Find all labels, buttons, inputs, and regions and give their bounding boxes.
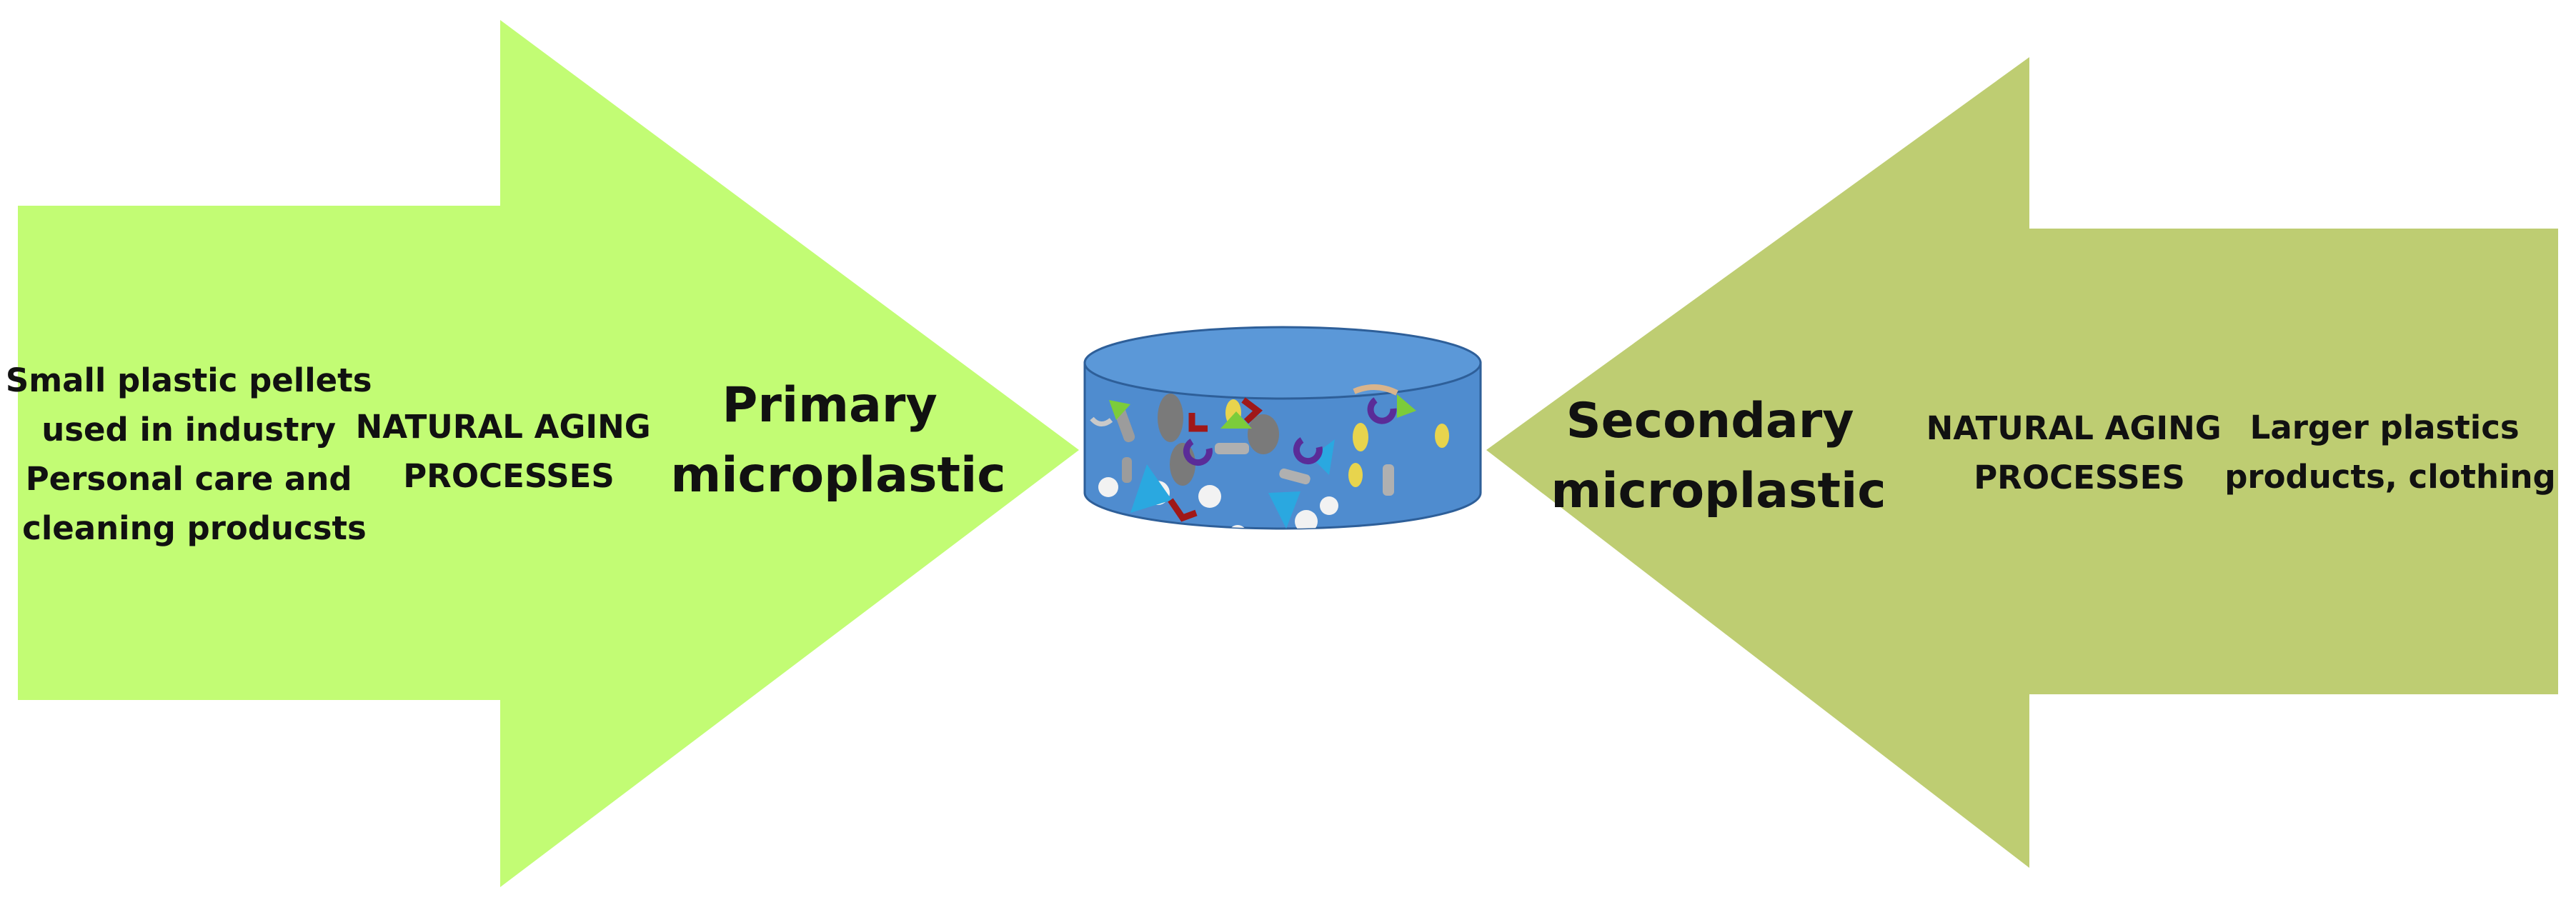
secondary-result-line-1: Secondary (1566, 393, 1854, 449)
primary-process-line-1: NATURAL AGING (356, 408, 651, 446)
particle (1295, 510, 1318, 529)
particle (1367, 397, 1397, 424)
particle (1109, 400, 1130, 420)
secondary-process-text: NATURAL AGING PROCESSES (1926, 409, 2233, 496)
secondary-source-line-1: Larger plastics (2250, 409, 2520, 446)
particle (1215, 443, 1249, 454)
particle (1248, 414, 1279, 454)
particle (1198, 485, 1221, 508)
primary-source-line-3: Personal care and (26, 460, 352, 498)
particle (1168, 498, 1198, 522)
secondary-arrow: Secondary microplastic NATURAL AGING PRO… (1486, 57, 2558, 868)
secondary-process-line-1: NATURAL AGING (1926, 409, 2222, 447)
particle (1383, 464, 1394, 496)
secondary-result-line-2: microplastic (1551, 463, 1886, 519)
particle (1353, 384, 1398, 396)
secondary-arrow-shape (1486, 57, 2558, 868)
secondary-source-line-2: products, clothing (2224, 458, 2556, 496)
microplastic-container-icon (1083, 326, 1482, 530)
particles (1090, 384, 1449, 529)
particle (1435, 424, 1449, 448)
secondary-result-text: Secondary microplastic (1551, 393, 1886, 519)
particle (1158, 394, 1183, 442)
container-top (1083, 326, 1482, 400)
primary-source-line-1: Small plastic pellets (6, 361, 372, 399)
particle (1293, 437, 1323, 465)
secondary-process-line-2: PROCESSES (1974, 459, 2185, 496)
particle (1183, 439, 1213, 466)
primary-source-line-2: used in industry (41, 411, 336, 449)
particle (1130, 464, 1172, 513)
particle (1122, 457, 1132, 483)
primary-arrow-shape (18, 20, 1079, 887)
primary-result-line-2: microplastic (670, 447, 1005, 504)
primary-process-text: NATURAL AGING PROCESSES (356, 408, 662, 495)
particle (1320, 496, 1338, 515)
primary-source-text: Small plastic pellets used in industry P… (6, 361, 383, 547)
particle (1279, 468, 1311, 485)
particle (1311, 439, 1335, 475)
particle (1268, 491, 1301, 529)
particle (1188, 413, 1208, 432)
particle (1353, 423, 1368, 451)
particle (1348, 463, 1363, 487)
primary-arrow: Small plastic pellets used in industry P… (6, 20, 1079, 887)
secondary-source-text: Larger plastics products, clothing (2224, 409, 2556, 496)
primary-process-line-2: PROCESSES (403, 457, 615, 495)
particle (1098, 477, 1118, 497)
particle (1220, 411, 1252, 429)
primary-result-text: Primary microplastic (670, 377, 1005, 504)
primary-source-line-4: cleaning producsts (22, 509, 367, 547)
particle (1397, 394, 1416, 418)
particle (1241, 397, 1263, 424)
particle (1090, 416, 1113, 426)
primary-result-line-1: Primary (722, 377, 938, 434)
container-body (1083, 361, 1482, 530)
